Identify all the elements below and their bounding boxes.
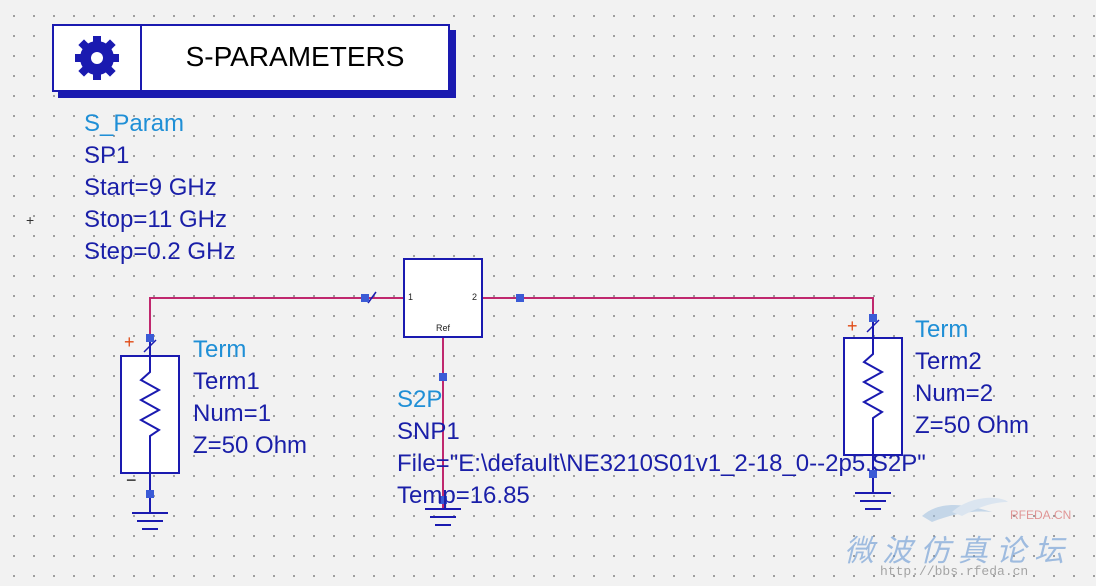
param-num: Num=2 bbox=[915, 380, 994, 407]
component-name: S2P bbox=[397, 386, 443, 413]
origin-marker: + bbox=[26, 212, 35, 228]
term2-label[interactable]: Term Term2 Num=2 Z=50 Ohm bbox=[915, 314, 1029, 442]
sp-controller-label[interactable]: S_Param SP1 Start=9 GHz Stop=11 GHz Step… bbox=[84, 108, 235, 268]
param-stop: Stop=11 GHz bbox=[84, 206, 227, 233]
instance-name: SP1 bbox=[84, 142, 130, 169]
s2p-ref-label: Ref bbox=[436, 323, 451, 333]
s2p-label[interactable]: S2P SNP1 File="E:\default\NE3210S01v1_2-… bbox=[397, 384, 926, 512]
wire-term1-to-s2p[interactable] bbox=[149, 297, 404, 338]
term2-plus-sign: + bbox=[847, 316, 858, 336]
component-name: Term bbox=[193, 336, 247, 363]
component-name: S_Param bbox=[84, 110, 185, 137]
watermark: RFEDA.CN 微波仿真论坛 http://bbs.rfeda.cn bbox=[832, 488, 1096, 586]
gear-icon bbox=[54, 26, 142, 90]
param-impedance: Z=50 Ohm bbox=[193, 432, 308, 459]
param-file: File="E:\default\NE3210S01v1_2-18_0--2p5… bbox=[397, 450, 926, 477]
instance-name: SNP1 bbox=[397, 418, 460, 445]
term1-label[interactable]: Term Term1 Num=1 Z=50 Ohm bbox=[193, 334, 307, 462]
ground-icon bbox=[425, 508, 461, 526]
controller-title: S-PARAMETERS bbox=[185, 41, 405, 72]
wires bbox=[149, 297, 874, 508]
instance-name: Term2 bbox=[915, 348, 982, 375]
instance-name: Term1 bbox=[193, 368, 260, 395]
watermark-url: http://bbs.rfeda.cn bbox=[880, 564, 1029, 579]
component-name: Term bbox=[915, 316, 969, 343]
param-num: Num=1 bbox=[193, 400, 272, 427]
ground-icon bbox=[855, 474, 891, 510]
param-impedance: Z=50 Ohm bbox=[915, 412, 1030, 439]
s2p-component[interactable] bbox=[367, 258, 483, 338]
param-temp: Temp=16.85 bbox=[397, 482, 530, 509]
s-parameters-controller[interactable]: S-PARAMETERS bbox=[52, 24, 450, 92]
wire-s2p-to-term2[interactable] bbox=[482, 297, 874, 318]
term1-minus-sign: − bbox=[126, 470, 137, 490]
term1-plus-sign: + bbox=[124, 332, 135, 352]
watermark-chinese-text: 微波仿真论坛 bbox=[844, 534, 1072, 569]
ground-icon bbox=[132, 494, 168, 530]
watermark-brand: RFEDA.CN bbox=[1010, 508, 1072, 522]
bird-logo-icon bbox=[922, 497, 1008, 522]
term1-component[interactable] bbox=[120, 338, 180, 494]
pin-markers bbox=[146, 294, 877, 504]
param-step: Step=0.2 GHz bbox=[84, 238, 236, 265]
ground-symbols bbox=[132, 474, 891, 530]
s2p-pin1-label: 1 bbox=[408, 292, 414, 302]
param-start: Start=9 GHz bbox=[84, 174, 217, 201]
s2p-pin2-label: 2 bbox=[472, 292, 478, 302]
